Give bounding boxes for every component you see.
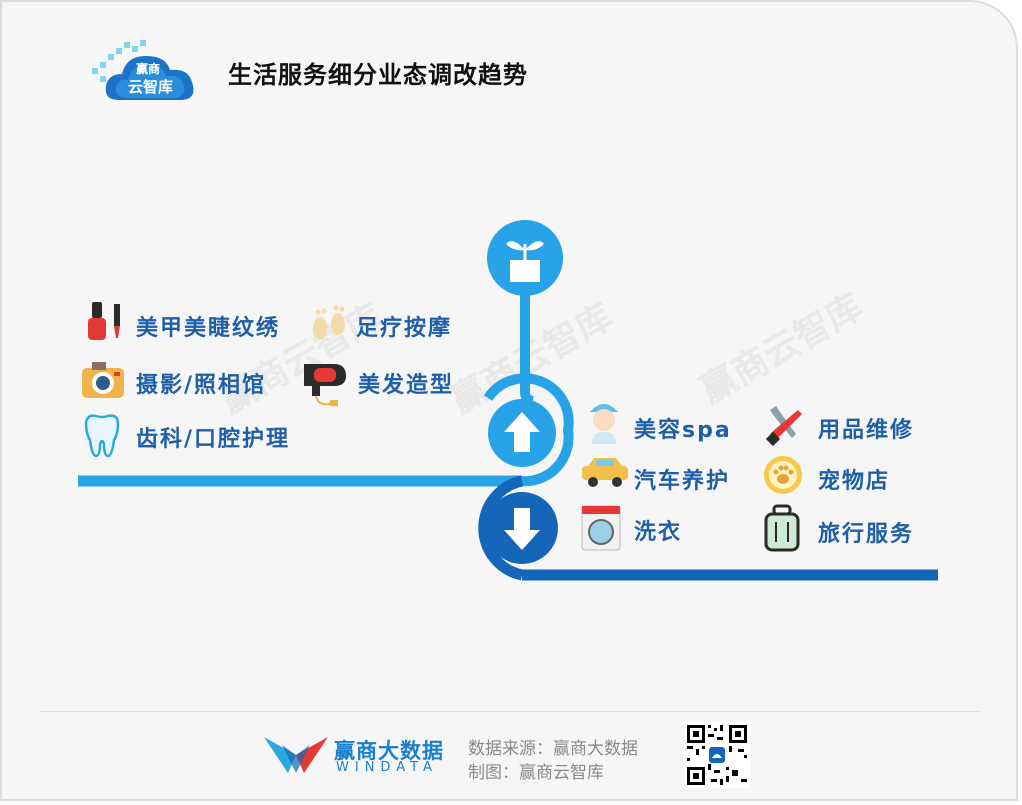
hair-dryer-icon [300, 356, 352, 412]
brand-logo: 赢商 云智库 [88, 38, 208, 110]
up-item-label: 美甲美睫纹绣 [136, 316, 281, 341]
logo-text-top: 赢商 [136, 62, 161, 76]
qr-code-icon [684, 722, 750, 792]
arrow-up-icon [488, 399, 556, 467]
paw-icon [762, 454, 804, 500]
down-item-label: 洗衣 [634, 520, 683, 545]
up-item-label: 摄影/照相馆 [136, 373, 267, 398]
down-item-label: 旅行服务 [818, 522, 915, 547]
car-icon [580, 454, 630, 494]
footer-divider [40, 711, 980, 712]
page-title: 生活服务细分业态调改趋势 [228, 61, 528, 89]
up-item-label: 齿科/口腔护理 [136, 427, 291, 452]
footer-maker: 制图：赢商云智库 [468, 763, 604, 783]
luggage-icon [764, 504, 800, 558]
footprint-icon [308, 302, 350, 348]
down-item-label: 汽车养护 [634, 469, 731, 494]
up-item-label: 足疗按摩 [356, 316, 453, 341]
washing-machine-icon [580, 504, 622, 556]
tooth-icon [80, 412, 124, 464]
footer-brand-cn: 赢商大数据 [334, 739, 444, 763]
down-item-label: 美容spa [634, 418, 732, 443]
camera-icon [80, 358, 126, 406]
up-item-label: 美发造型 [358, 373, 455, 398]
logo-text-bottom: 云智库 [128, 78, 174, 96]
tools-icon [762, 404, 806, 452]
windata-logo-icon [262, 733, 330, 783]
nail-polish-icon [84, 300, 128, 348]
footer-source: 数据来源：赢商大数据 [468, 739, 638, 759]
footer-brand-en: WINDATA [336, 760, 438, 775]
down-item-label: 用品维修 [818, 418, 915, 443]
arrow-down-icon [486, 492, 558, 564]
down-item-label: 宠物店 [818, 469, 891, 494]
plant-icon [487, 220, 563, 296]
spa-face-icon [584, 398, 624, 450]
